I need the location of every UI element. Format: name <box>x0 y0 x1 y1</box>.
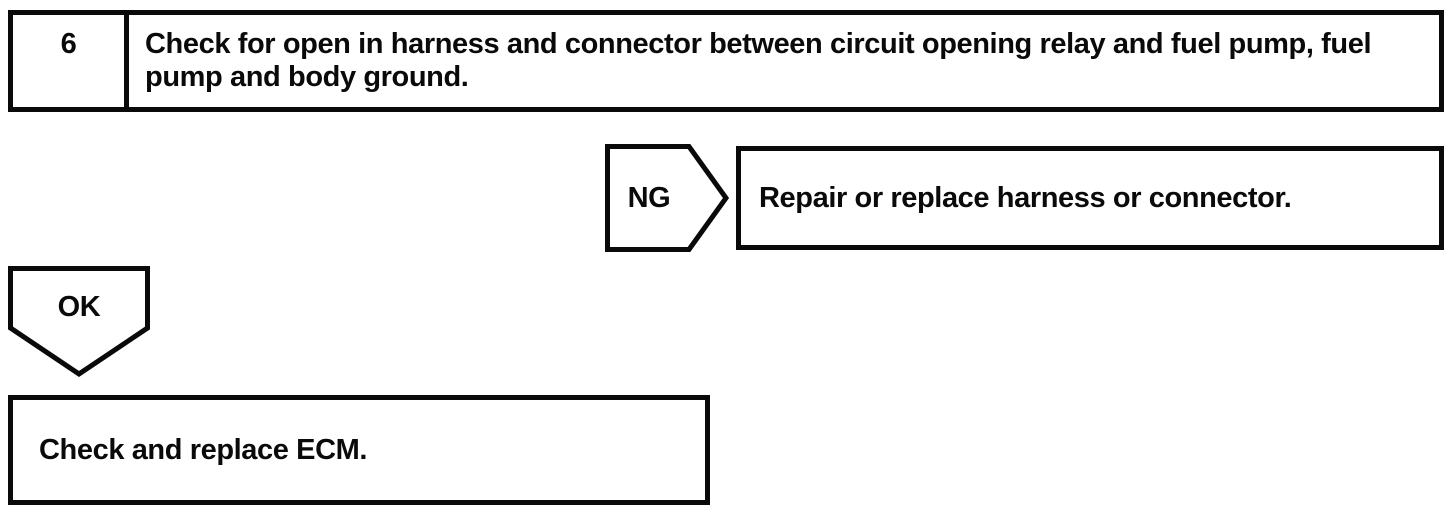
ng-label: NG <box>627 181 671 214</box>
ng-action-text: Repair or replace harness or connector. <box>759 181 1292 214</box>
ng-pentagon-icon <box>605 144 729 252</box>
ok-label: OK <box>57 290 101 323</box>
ok-label-wrap: OK <box>8 266 150 348</box>
step-box: 6 Check for open in harness and connecto… <box>8 10 1444 112</box>
ng-action-box: Repair or replace harness or connector. <box>736 146 1444 250</box>
step-instruction-cell: Check for open in harness and connector … <box>129 15 1439 107</box>
step-number: 6 <box>60 28 77 60</box>
ok-pentagon-icon <box>8 266 150 378</box>
ok-action-text: Check and replace ECM. <box>39 433 368 466</box>
step-instruction-text: Check for open in harness and connector … <box>145 28 1372 93</box>
step-number-cell: 6 <box>13 15 129 107</box>
ok-action-box: Check and replace ECM. <box>8 395 710 505</box>
ng-label-wrap: NG <box>605 144 693 252</box>
